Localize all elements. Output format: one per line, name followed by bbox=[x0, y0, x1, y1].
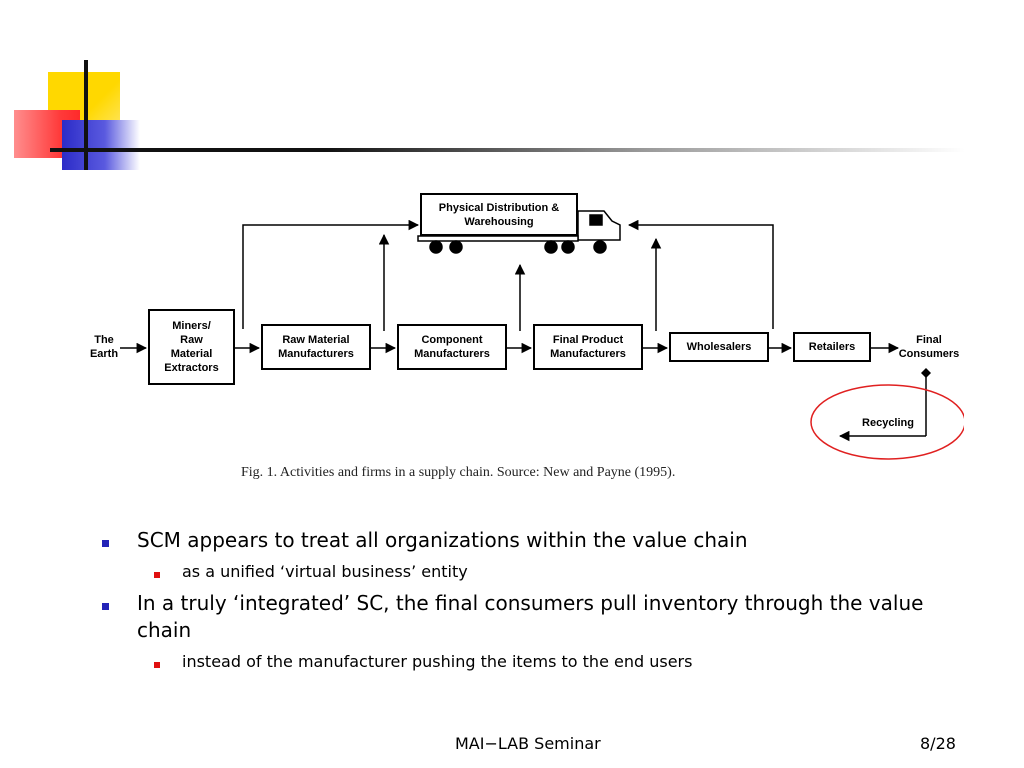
bullet-marker-level1 bbox=[102, 540, 109, 547]
stage-raw-material-box: Raw Material Manufacturers bbox=[261, 324, 371, 370]
figure-connectors bbox=[120, 210, 964, 460]
deco-blue-square bbox=[62, 120, 140, 170]
title-underline bbox=[50, 148, 965, 152]
bullet-item-1: SCM appears to treat all organizations w… bbox=[137, 528, 748, 552]
sub-bullet-item-1: as a unified ‘virtual business’ entity bbox=[182, 562, 468, 581]
stage-final-product-box: Final Product Manufacturers bbox=[533, 324, 643, 370]
sub-bullet-item-2: instead of the manufacturer pushing the … bbox=[182, 652, 693, 671]
page-number: 8/28 bbox=[920, 734, 956, 753]
deco-vertical-line bbox=[84, 60, 88, 170]
final-consumers-label: Final Consumers bbox=[898, 334, 960, 360]
bullet-item-2: In a truly ‘integrated’ SC, the final co… bbox=[137, 591, 924, 642]
distribution-warehousing-box: Physical Distribution & Warehousing bbox=[420, 193, 578, 236]
recycling-label: Recycling bbox=[862, 417, 914, 429]
bullet-marker-level1 bbox=[102, 603, 109, 610]
arrow-retailers-to-distribution bbox=[627, 219, 774, 329]
stage-retailers-box: Retailers bbox=[793, 332, 871, 362]
arrow-extractors-to-distribution bbox=[242, 219, 420, 329]
supply-chain-figure: Physical Distribution & Warehousing The … bbox=[84, 185, 964, 485]
earth-label: The Earth bbox=[89, 334, 119, 360]
stage-wholesalers-box: Wholesalers bbox=[669, 332, 769, 362]
bullet-marker-level2 bbox=[154, 572, 160, 578]
stage-miners-box: Miners/ Raw Material Extractors bbox=[148, 309, 235, 385]
recycling-highlight-circle bbox=[810, 384, 964, 460]
figure-caption: Fig. 1. Activities and firms in a supply… bbox=[241, 465, 676, 480]
footer-title: MAI−LAB Seminar bbox=[455, 734, 601, 753]
truck-icon bbox=[417, 210, 621, 254]
bullet-marker-level2 bbox=[154, 662, 160, 668]
recycling-node bbox=[921, 368, 931, 378]
stage-component-box: Component Manufacturers bbox=[397, 324, 507, 370]
